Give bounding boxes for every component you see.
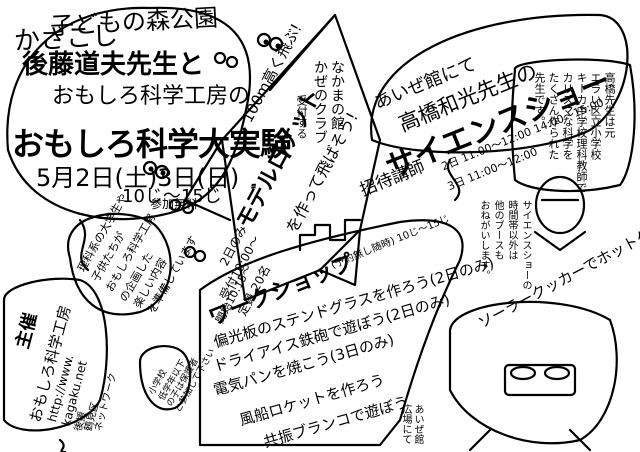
lecturer-head (534, 175, 586, 235)
pancake-left (509, 365, 537, 381)
solar-cooker-dish (448, 300, 618, 445)
header-balloon-outline (6, 6, 251, 221)
lecturer-line-6: 先生です。 (533, 72, 546, 127)
model-rocket-fin-right (318, 228, 362, 287)
science-show-balloon-outline (370, 13, 629, 154)
eye-pupil (275, 43, 281, 49)
sponsor-balloon-string (58, 438, 67, 452)
note-balloon-outline (66, 212, 172, 316)
sponsor-balloon-outline (2, 277, 108, 432)
model-rocket-fin-left (183, 138, 232, 222)
lecturer-line-5: たくさん作られた (547, 72, 560, 160)
show-note-line-3: 他のブースも (492, 200, 503, 260)
lecturer-line-1: 高橋先生は元 (603, 72, 616, 138)
pancake-right (543, 365, 571, 381)
lecturer-line-3: キーカ中学校理科教師で (575, 72, 588, 193)
science-show-balloon-string (446, 158, 461, 202)
eye-pupil (263, 39, 269, 45)
eye-pupil (148, 166, 154, 172)
decorative-eyes (142, 32, 284, 263)
event-date: 5月2日(土)3日(日) (36, 164, 240, 192)
lecturer-box-outline (510, 58, 636, 193)
nakama-line-3: 受付する (295, 95, 308, 139)
solar-location-2: 広場にて (400, 404, 411, 444)
show-note-line-2: 時間帯以外は (506, 200, 517, 260)
hosts-line-2: おもしろ科学工房の (52, 84, 251, 109)
workshop-rocket-body (198, 219, 464, 447)
event-time: 10じ〜15じ (122, 186, 222, 207)
eye-pupil (160, 170, 166, 176)
show-note-line-1: サイエンスショーの (520, 200, 531, 290)
show-note-line-4: おねがいします。 (478, 200, 489, 280)
model-rocket-nose-line (268, 13, 337, 92)
hosts-line-1: 後藤道夫先生と (22, 50, 205, 80)
city-skyline (298, 218, 362, 252)
small-note-balloon-outline (138, 345, 192, 411)
solar-cooker-stand (468, 428, 592, 452)
solar-location-1: あいぜ館 (412, 404, 423, 444)
lecturer-line-4: カリスマな科学を (561, 72, 574, 160)
lecturer-collar (533, 230, 587, 252)
event-title: おもしろ科学大実験 (12, 125, 292, 163)
admission-free: 参加無料 (150, 197, 199, 211)
lecturer-line-2: エラい区立小学校 (589, 72, 602, 160)
nakama-line-2: かぜのクラブ (312, 60, 328, 144)
nakama-line-1: なかまの館 (329, 60, 345, 130)
header-balloon-string (78, 218, 90, 272)
solar-cooker-pan (503, 363, 577, 397)
